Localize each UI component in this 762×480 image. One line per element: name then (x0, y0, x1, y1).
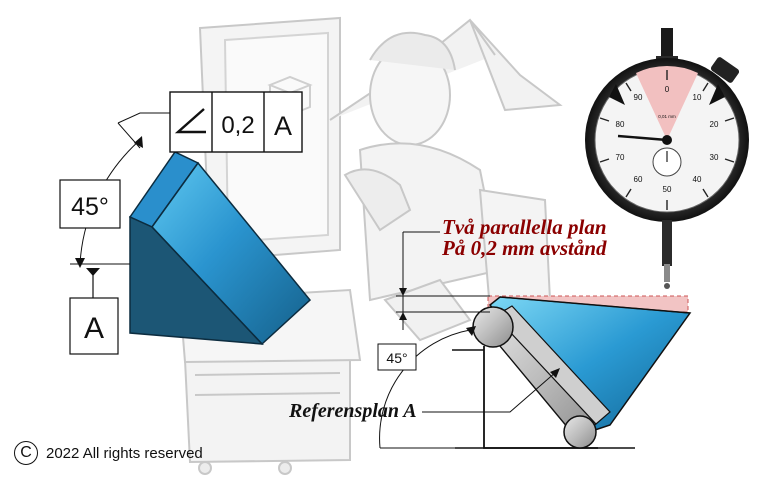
annotation-line-1: Två parallella plan (442, 215, 607, 239)
reference-plane-leader (422, 371, 557, 413)
angle-label: 45° (71, 193, 109, 221)
copyright-icon: C (14, 441, 38, 465)
dial-number-30: 30 (710, 153, 719, 162)
datum-reference: A (274, 111, 292, 141)
dial-number-70: 70 (616, 153, 625, 162)
dial-tick-marks (599, 70, 735, 210)
dial-needle (617, 134, 668, 142)
sine-bar-rollers (472, 305, 611, 449)
right-angle-label: 45° (386, 350, 407, 366)
right-angle-dimension-arc (379, 329, 471, 449)
angle-label-box (59, 179, 121, 229)
dial-number-20: 20 (710, 120, 719, 129)
dial-small-label: 0,01 mm (658, 114, 676, 119)
dial-number-10: 10 (693, 93, 702, 102)
feature-control-frame: 0,2 A (169, 91, 303, 153)
annotation-line-2: På 0,2 mm avstånd (441, 236, 607, 260)
dial-number-80: 80 (616, 120, 625, 129)
tolerance-value: 0,2 (221, 112, 254, 139)
right-angle-label-box (377, 343, 417, 371)
copyright-notice: C 2022 All rights reserved (14, 440, 203, 466)
copyright-text: 2022 All rights reserved (46, 444, 203, 462)
left-figure: 45° 0,2 A A (59, 91, 312, 355)
right-figure: 45° Referensplan A Två parallella plan P… (288, 215, 692, 449)
dial-number-40: 40 (693, 175, 702, 184)
dial-red-sector (636, 65, 698, 140)
dial-number-0: 0 (665, 85, 670, 94)
dial-number-50: 50 (663, 185, 672, 194)
dial-number-60: 60 (634, 175, 643, 184)
angularity-symbol-icon (174, 108, 206, 134)
background-workshop-scene (178, 16, 563, 475)
dial-indicator: 90 0 10 20 30 40 50 60 70 80 0,01 mm (585, 28, 749, 289)
reference-plane-label: Referensplan A (288, 400, 417, 422)
dial-number-90: 90 (634, 93, 643, 102)
datum-label: A (84, 312, 104, 345)
datum-feature-symbol: A (69, 268, 119, 355)
